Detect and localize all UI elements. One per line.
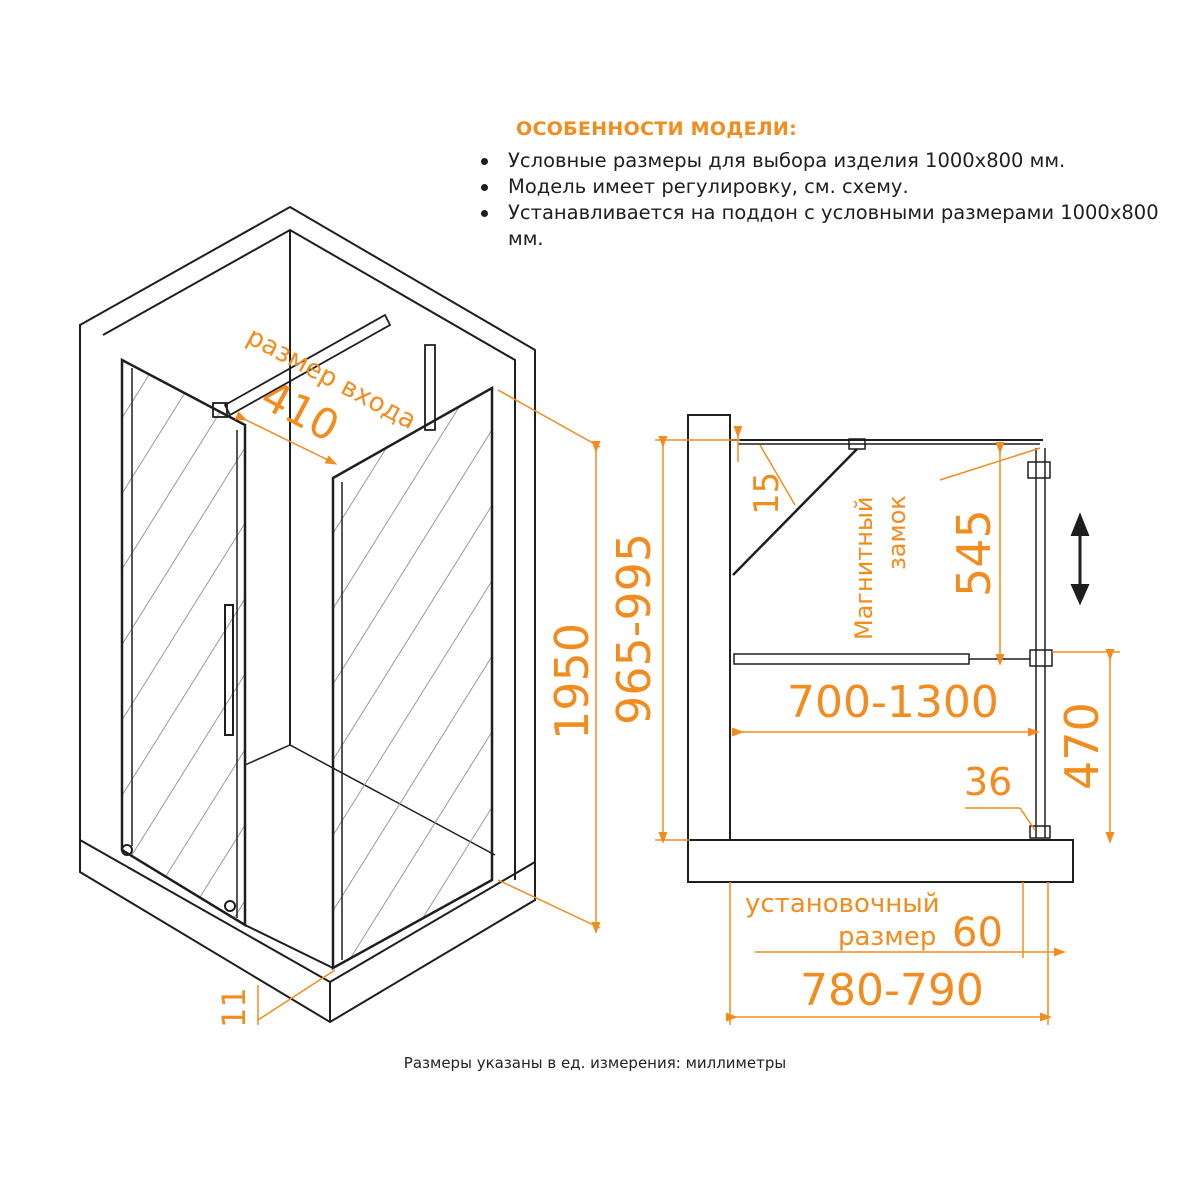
height-dimension: 1950 [545,623,599,740]
isometric-view [79,205,536,1024]
install-value: 60 [952,910,1003,956]
features-list: Условные размеры для выбора изделия 1000… [478,148,1178,252]
support-bar [733,653,970,665]
side-height-dimension: 965-995 [607,533,661,725]
feature-item: Устанавливается на поддон с условными ра… [478,200,1178,252]
bottom-gap-dimension: 11 [215,987,253,1028]
wall-outline [79,205,536,1024]
install-label-2: размер [838,922,936,952]
arrow-down-icon [1070,584,1090,606]
top-offset-dimension: 15 [747,472,787,515]
left-glass [120,357,247,928]
upper-height-dimension: 545 [947,509,1001,597]
feature-item: Условные размеры для выбора изделия 1000… [478,148,1178,174]
wall-inner [102,228,516,880]
units-note: Размеры указаны в ед. измерения: миллиме… [403,1054,787,1072]
feature-item: Модель имеет регулировку, см. схему. [478,174,1178,200]
magnet-label-1: Магнитный [850,496,878,640]
elevation-view [687,414,1090,883]
arrow-up-icon [1070,512,1090,536]
total-width-dimension: 780-790 [800,965,984,1016]
features-title: ОСОБЕННОСТИ МОДЕЛИ: [516,118,798,140]
top-bar [223,313,392,417]
door-handle [224,604,234,736]
iso-dimensions [234,389,601,1025]
wall-section [687,414,731,841]
features-block: ОСОБЕННОСТИ МОДЕЛИ: Условные размеры для… [478,118,1178,252]
right-glass [331,385,494,971]
bar-width-dimension: 700-1300 [787,677,999,728]
magnet-label-2: замок [883,495,911,570]
elevation-dimensions [655,426,1120,1025]
gap-dimension: 36 [964,760,1012,804]
install-label-1: установочный [745,889,940,919]
lower-height-dimension: 470 [1055,702,1109,790]
